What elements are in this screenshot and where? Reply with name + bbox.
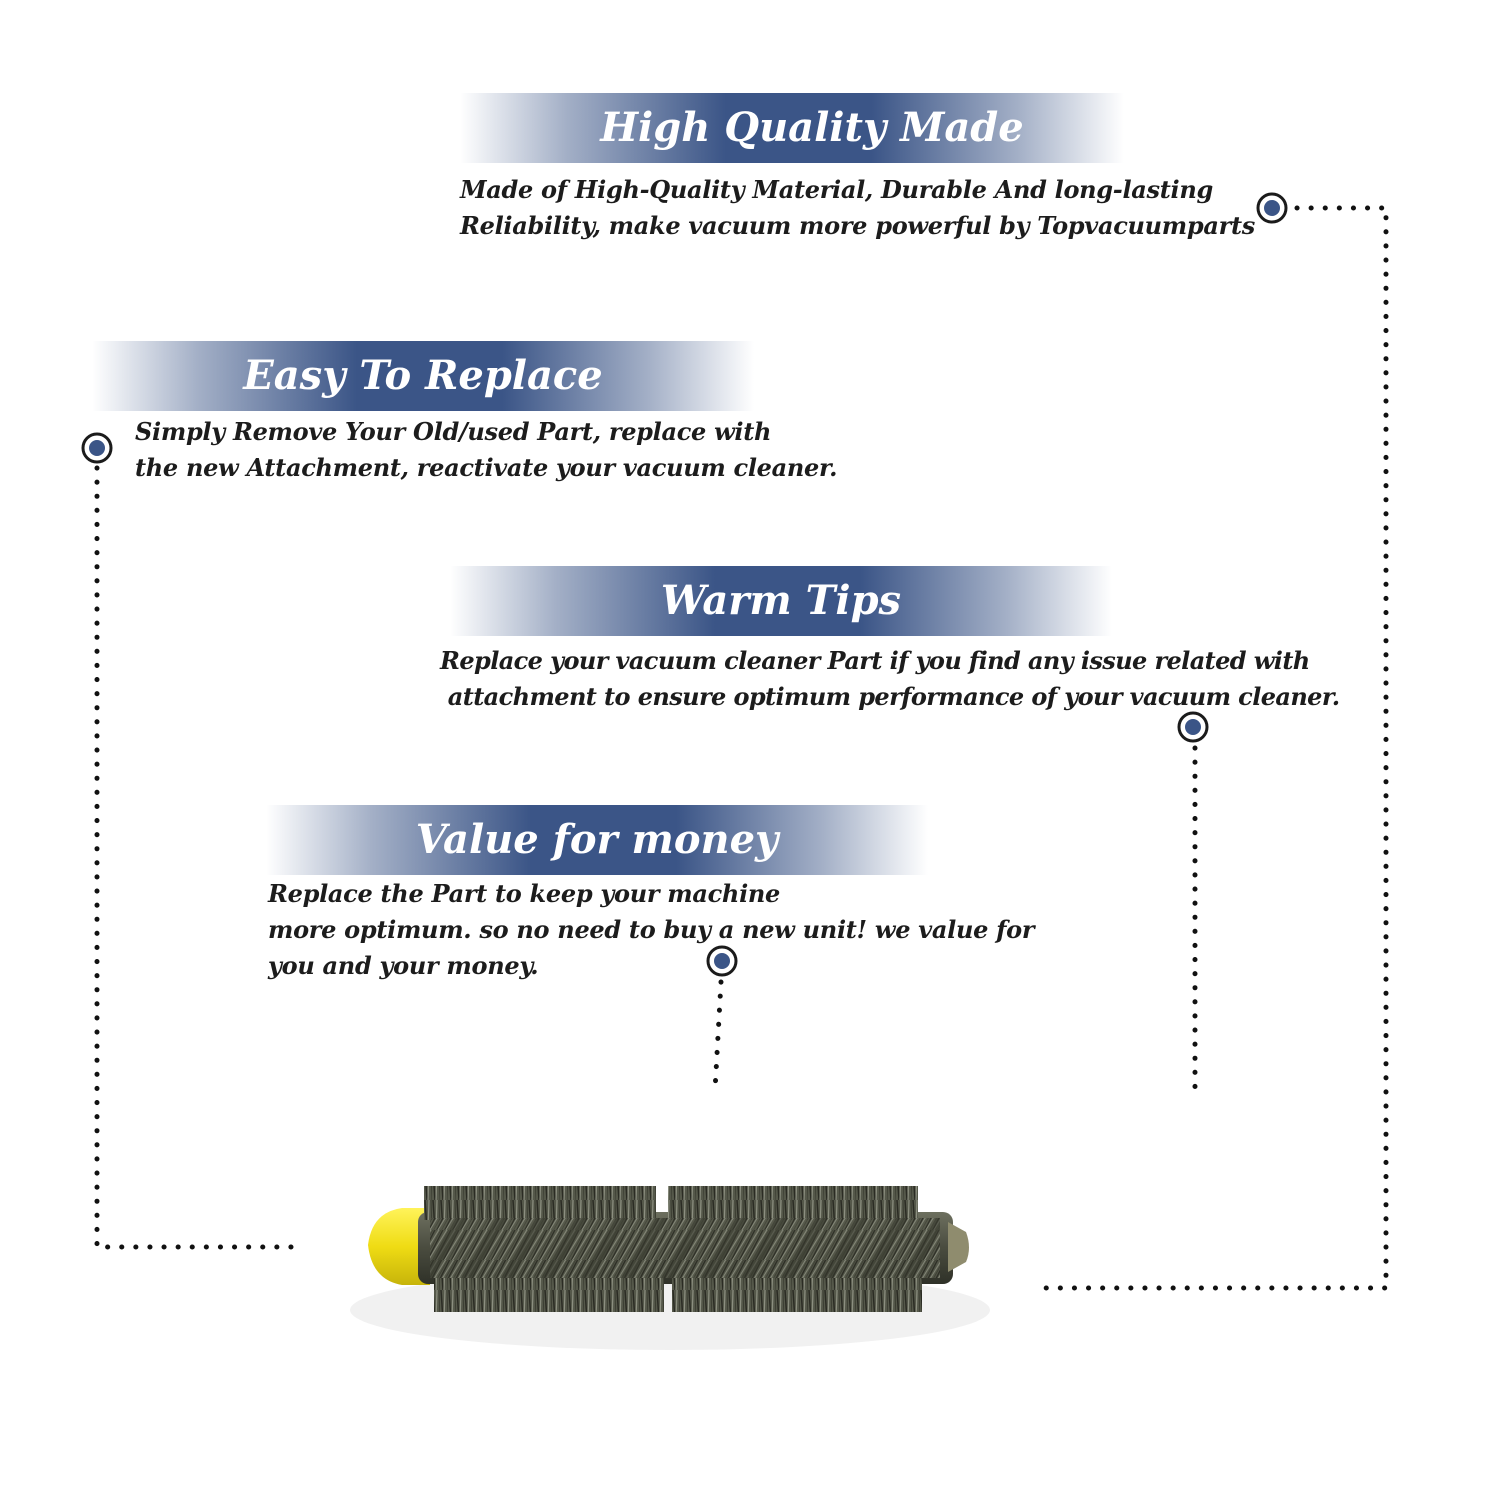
feature-banner-high-quality: High Quality Made	[460, 93, 1124, 163]
feature-description-warm-tips: Replace your vacuum cleaner Part if you …	[440, 643, 1340, 715]
feature-title: High Quality Made	[600, 104, 1024, 151]
feature-description-easy-replace: Simply Remove Your Old/used Part, replac…	[135, 414, 838, 486]
description-line: Made of High-Quality Material, Durable A…	[460, 175, 1213, 204]
description-line: Simply Remove Your Old/used Part, replac…	[135, 417, 772, 446]
feature-description-high-quality: Made of High-Quality Material, Durable A…	[460, 172, 1255, 244]
feature-banner-warm-tips: Warm Tips	[450, 566, 1112, 636]
description-line: Replace your vacuum cleaner Part if you …	[440, 646, 1310, 675]
description-line: you and your money.	[268, 951, 539, 980]
description-line: attachment to ensure optimum performance…	[440, 682, 1340, 711]
description-line: Reliability, make vacuum more powerful b…	[460, 211, 1255, 240]
marker-icon-3	[1177, 711, 1209, 743]
feature-title: Value for money	[415, 816, 779, 863]
marker-icon-2	[81, 432, 113, 464]
description-line: Replace the Part to keep your machine	[268, 879, 781, 908]
marker-icon-1	[1256, 192, 1288, 224]
feature-description-value-money: Replace the Part to keep your machine mo…	[268, 876, 1035, 984]
description-line: more optimum. so no need to buy a new un…	[268, 915, 1035, 944]
feature-title: Easy To Replace	[243, 352, 603, 399]
marker-icon-4	[706, 945, 738, 977]
feature-title: Warm Tips	[660, 577, 902, 624]
feature-banner-value-money: Value for money	[266, 805, 928, 875]
dotted-line-middle-left	[712, 979, 724, 1093]
feature-banner-easy-replace: Easy To Replace	[92, 341, 754, 411]
dotted-line-right	[1031, 205, 1389, 1291]
description-line: the new Attachment, reactivate your vacu…	[135, 453, 838, 482]
